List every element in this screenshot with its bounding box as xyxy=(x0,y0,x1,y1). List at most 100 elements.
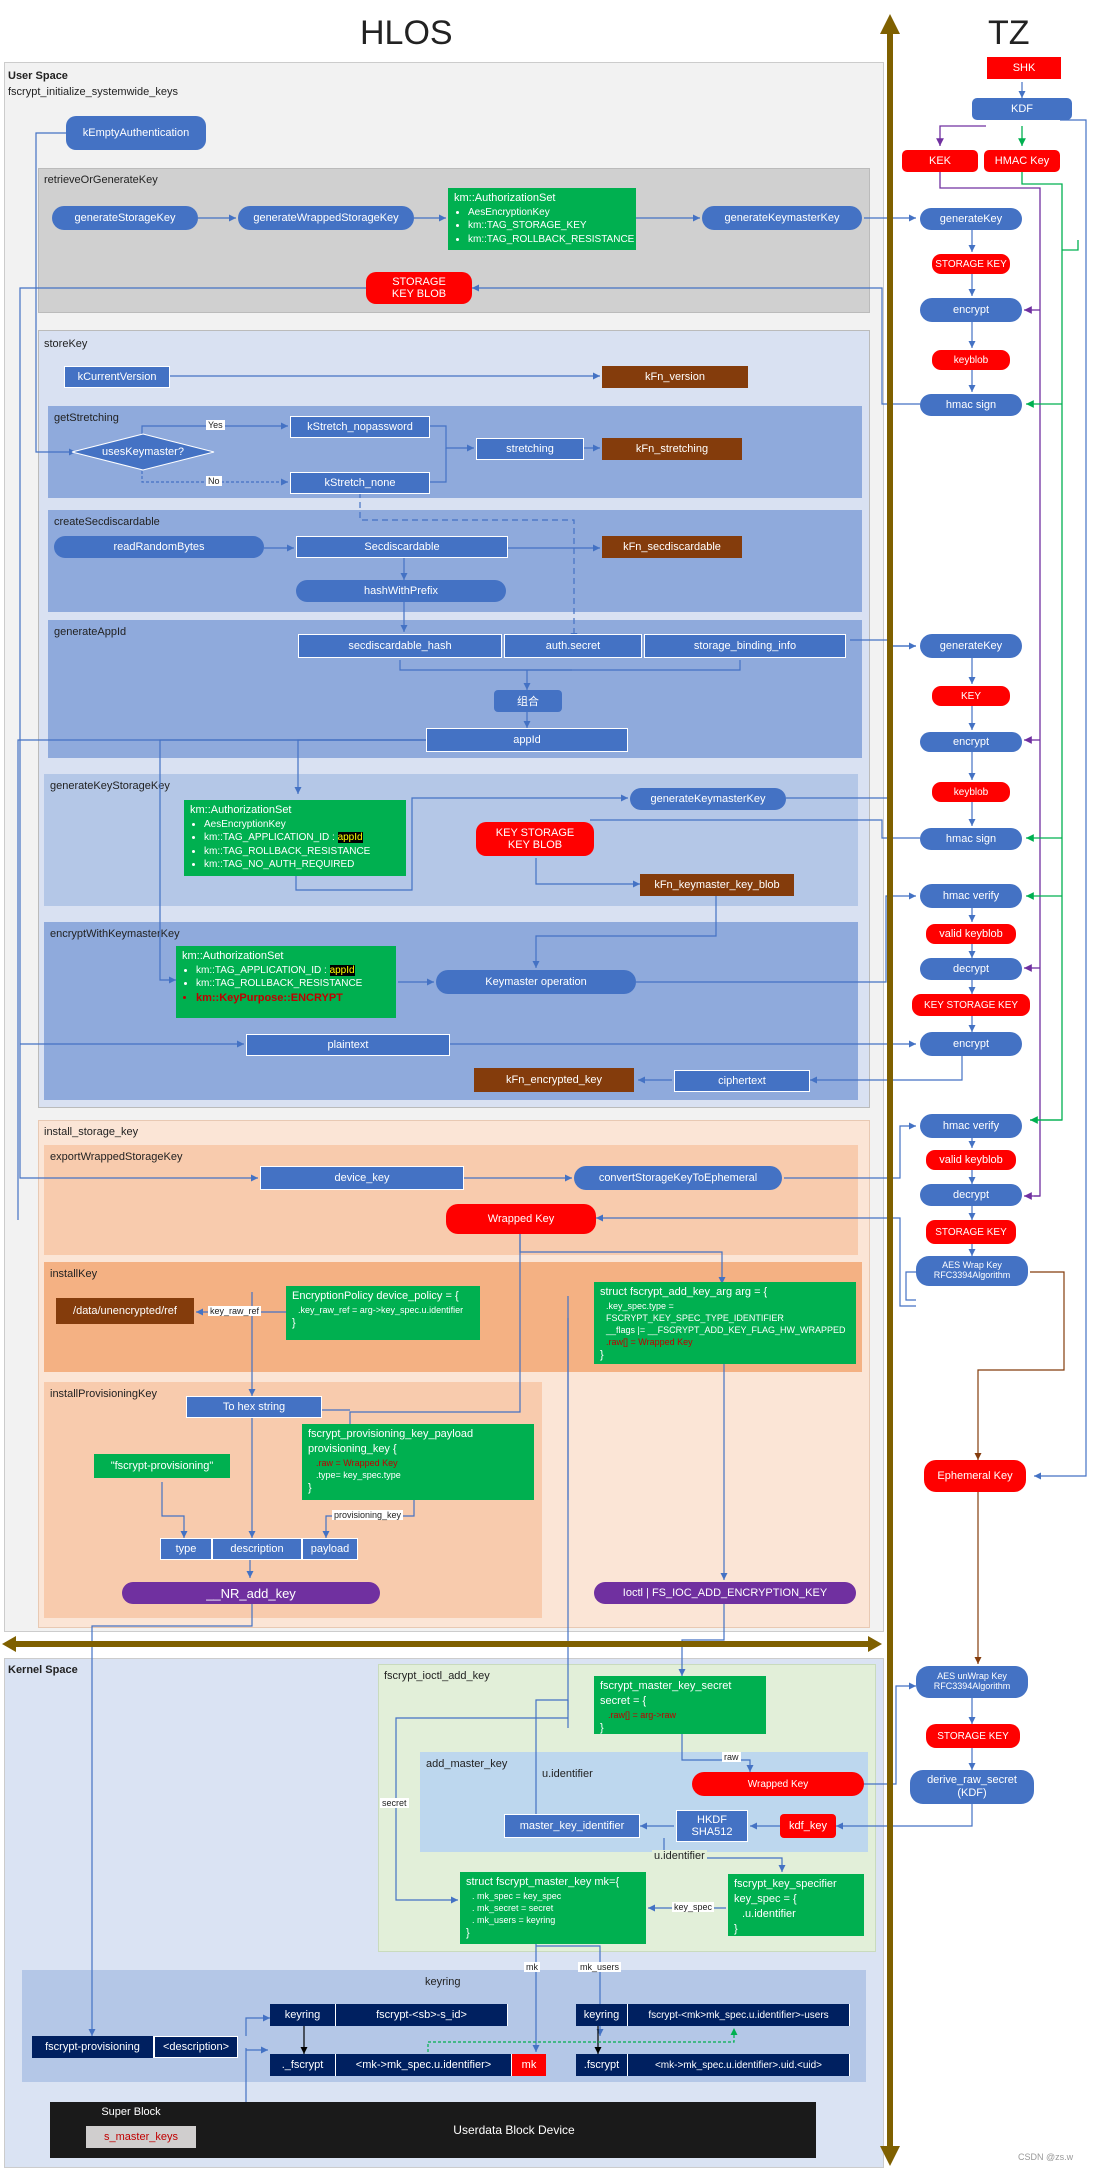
arg-line: .raw[] = Wrapped Key xyxy=(606,1337,693,1348)
tz-kdf-node: KDF xyxy=(972,98,1072,120)
keyring1-node: keyring xyxy=(270,2004,336,2026)
prov-line: } xyxy=(308,1481,312,1494)
hkdf-node: HKDF SHA512 xyxy=(676,1810,748,1842)
mk-line: . mk_secret = secret xyxy=(472,1902,554,1913)
kcurrentversion-node: kCurrentVersion xyxy=(64,366,170,388)
tz-decrypt-node: decrypt xyxy=(920,958,1022,980)
install-title: install_storage_key xyxy=(44,1126,139,1138)
tz-header: TZ xyxy=(988,14,1030,52)
key-spec-label: key_spec xyxy=(672,1902,715,1912)
tz-hmac-sign2-node: hmac sign xyxy=(920,828,1022,850)
secdiscardable-node: Secdiscardable xyxy=(296,536,508,558)
authset-item: AesEncryptionKey xyxy=(468,206,630,220)
kstretch-nopassword-node: kStretch_nopassword xyxy=(290,416,430,438)
fscrypt-provisioning-key-node: fscrypt-provisioning xyxy=(32,2036,154,2058)
prov-line: .raw = Wrapped Key xyxy=(316,1457,398,1468)
master-key-identifier-node: master_key_identifier xyxy=(504,1814,640,1838)
installkey-title: installKey xyxy=(50,1268,98,1280)
tz-keyblob2-node: keyblob xyxy=(932,782,1010,802)
storekey-title: storeKey xyxy=(44,338,88,350)
storage-key-blob-node: STORAGE KEY BLOB xyxy=(366,272,472,304)
tz-shk-node: SHK xyxy=(986,56,1062,80)
tz-hmac-sign-node: hmac sign xyxy=(920,394,1022,416)
prov-line: fscrypt_provisioning_key_payload xyxy=(308,1428,474,1440)
generatewrappedstoragekey-node: generateWrappedStorageKey xyxy=(238,206,414,230)
tz-valid-keyblob-node: valid keyblob xyxy=(926,924,1016,944)
kfn-version-node: kFn_version xyxy=(602,366,748,388)
authset-item-text: km::TAG_APPLICATION_ID xyxy=(196,964,322,976)
tz-aes-unwrap-node: AES unWrap Key RFC3394Algorithm xyxy=(916,1666,1028,1698)
tz-encrypt-node: encrypt xyxy=(920,298,1022,322)
authset-item: km::TAG_ROLLBACK_RESISTANCE xyxy=(468,233,634,247)
tz-decrypt2-node: decrypt xyxy=(920,1184,1022,1206)
tz-storage-key3-node: STORAGE KEY xyxy=(926,1724,1020,1748)
tz-hmac-verify2-node: hmac verify xyxy=(920,1114,1022,1138)
authset-encrypt-node: km::AuthorizationSet km::TAG_APPLICATION… xyxy=(176,946,396,1018)
generatekeymasterkey-node: generateKeymasterKey xyxy=(702,206,862,230)
fscrypt-add-key-arg-node: struct fscrypt_add_key_arg arg = { .key_… xyxy=(594,1282,856,1364)
appid-highlight: appId xyxy=(329,964,355,976)
user-space-title: User Space xyxy=(8,70,68,82)
authset-item: km::KeyPurpose::ENCRYPT xyxy=(196,991,390,1006)
stretching-node: stretching xyxy=(476,438,584,460)
mk-spec-identifier-node: <mk->mk_spec.u.identifier> xyxy=(336,2054,512,2076)
authset-item-text: km::TAG_APPLICATION_ID xyxy=(204,832,330,844)
watermark: CSDN @zs.w xyxy=(1018,2152,1074,2162)
secret-line: fscrypt_master_key_secret xyxy=(600,1680,732,1692)
yes-label: Yes xyxy=(206,420,225,430)
createsecdiscardable-title: createSecdiscardable xyxy=(54,516,160,528)
provisioning-zone xyxy=(44,1382,542,1618)
key-specifier-node: fscrypt_key_specifier key_spec = { .u.id… xyxy=(728,1874,864,1936)
prov-line: provisioning_key { xyxy=(308,1442,397,1455)
generateappid-title: generateAppId xyxy=(54,626,127,638)
wrapped-key-node: Wrapped Key xyxy=(446,1204,596,1234)
useskeymaster-diamond xyxy=(71,433,215,471)
fscrypt2-node: .fscrypt xyxy=(576,2054,628,2076)
readrandombytes-node: readRandomBytes xyxy=(54,536,264,558)
add-master-key-title: add_master_key xyxy=(426,1758,508,1770)
authset-item: km::TAG_NO_AUTH_REQUIRED xyxy=(204,858,400,872)
authset-ksk-node: km::AuthorizationSet AesEncryptionKey km… xyxy=(184,800,406,876)
secret-line: .raw[] = arg->raw xyxy=(608,1709,677,1720)
keymaster-operation-node: Keymaster operation xyxy=(436,970,636,994)
kernel-wrapped-key-node: Wrapped Key xyxy=(692,1772,864,1796)
storage-binding-info-node: storage_binding_info xyxy=(644,634,846,658)
u-identifier-label-2: u.identifier xyxy=(652,1850,707,1862)
arg-line: __flags |= __FSCRYPT_ADD_KEY_FLAG_HW_WRA… xyxy=(606,1325,846,1336)
authset-item: km::TAG_APPLICATION_ID : appId xyxy=(204,831,400,845)
tz-derive-raw-secret-node: derive_raw_secret (KDF) xyxy=(910,1770,1034,1804)
kfn-stretching-node: kFn_stretching xyxy=(602,438,742,460)
to-hex-node: To hex string xyxy=(186,1396,322,1418)
ioctl-add-encryption-key-node: Ioctl | FS_IOC_ADD_ENCRYPTION_KEY xyxy=(594,1582,856,1604)
entry-title: fscrypt_initialize_systemwide_keys xyxy=(8,86,178,98)
tz-aes-wrap-node: AES Wrap Key RFC3394Algorithm xyxy=(916,1256,1028,1286)
kfn-keymaster-key-blob-node: kFn_keymaster_key_blob xyxy=(640,874,794,896)
master-key-struct-node: struct fscrypt_master_key mk={ . mk_spec… xyxy=(460,1872,646,1944)
nr-add-key-node: __NR_add_key xyxy=(122,1582,380,1604)
encryptwithkeymasterkey-title: encryptWithKeymasterKey xyxy=(50,928,180,940)
tz-ephemeral-key-node: Ephemeral Key xyxy=(924,1460,1026,1492)
fscrypt-dot-node: ._fscrypt xyxy=(270,2054,336,2076)
provisioning-payload-node: fscrypt_provisioning_key_payload provisi… xyxy=(302,1424,534,1500)
hkdf-label: HKDF SHA512 xyxy=(691,1813,733,1838)
description-cell: description xyxy=(212,1538,302,1560)
export-title: exportWrappedStorageKey xyxy=(50,1151,183,1163)
type-cell: type xyxy=(160,1538,212,1560)
arg-line: .key_spec.type = FSCRYPT_KEY_SPEC_TYPE_I… xyxy=(606,1300,784,1323)
ciphertext-node: ciphertext xyxy=(674,1070,810,1092)
tz-hmac-verify-node: hmac verify xyxy=(920,884,1022,908)
master-key-secret-node: fscrypt_master_key_secret secret = { .ra… xyxy=(594,1676,766,1734)
authset-purpose: km::KeyPurpose::ENCRYPT xyxy=(196,991,343,1004)
provisioning-description-node: <description> xyxy=(154,2036,238,2058)
keyring2-value-node: fscrypt-<mk>mk_spec.u.identifier>-users xyxy=(628,2004,850,2026)
authset-storage-node: km::AuthorizationSet AesEncryptionKeykm:… xyxy=(448,188,636,250)
convert-ephemeral-node: convertStorageKeyToEphemeral xyxy=(574,1166,782,1190)
super-block-label: Super Block xyxy=(101,2106,161,2118)
authset-item: km::TAG_ROLLBACK_RESISTANCE xyxy=(196,977,390,991)
authset-ksk-title: km::AuthorizationSet xyxy=(190,804,292,816)
u-identifier-label: u.identifier xyxy=(540,1768,595,1780)
kstretch-none-node: kStretch_none xyxy=(290,472,430,494)
arg-line: struct fscrypt_add_key_arg arg = { xyxy=(600,1286,768,1298)
mk-spec-uid-node: <mk->mk_spec.u.identifier>.uid.<uid> xyxy=(628,2054,850,2076)
tz-valid-keyblob2-node: valid keyblob xyxy=(926,1150,1016,1170)
